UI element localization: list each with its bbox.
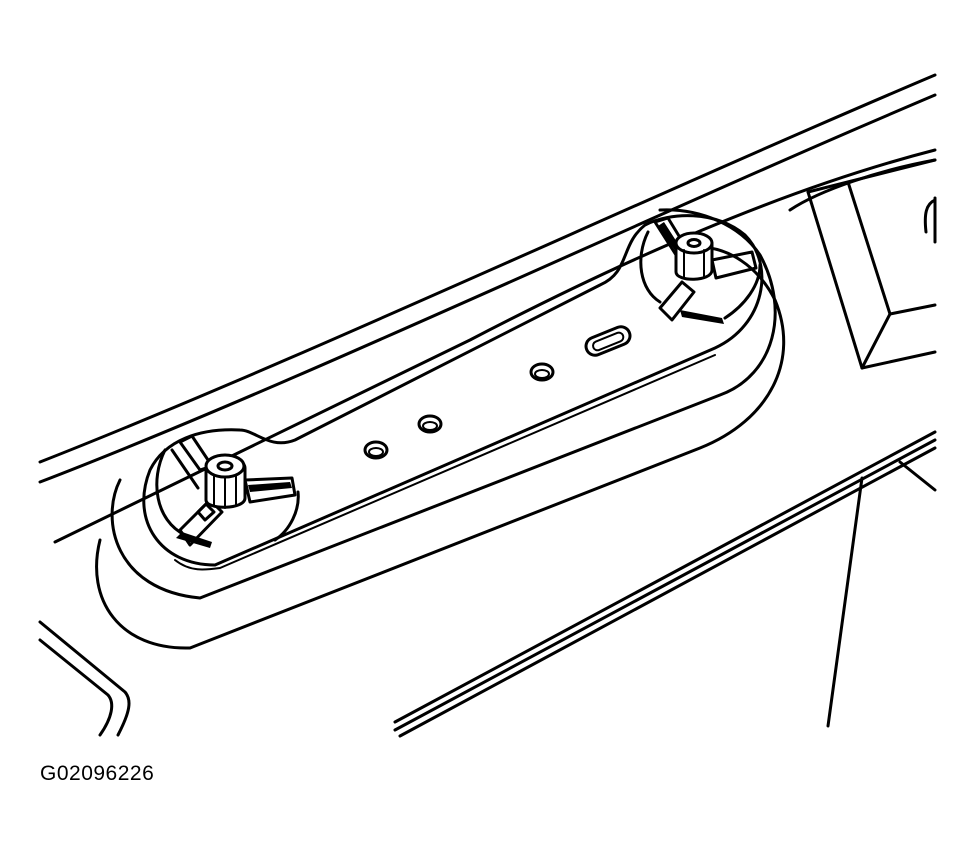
slot (584, 325, 632, 357)
figure-code-label: G02096226 (40, 762, 155, 785)
lower-structure (38, 430, 937, 738)
panel-outline (38, 73, 937, 544)
right-clip-arm-right (710, 250, 758, 280)
right-clip-assembly (639, 216, 762, 324)
mounting-plate (142, 214, 764, 571)
mounting-bezel (95, 208, 786, 650)
rectangular-recess (806, 158, 937, 370)
left-clip-assembly (155, 434, 300, 548)
left-clip-arm-right (243, 476, 297, 504)
hole-3 (529, 362, 555, 382)
right-clip-arm-lower (658, 280, 696, 322)
plate-holes (363, 325, 632, 460)
hole-1 (363, 440, 389, 460)
hole-2 (417, 414, 443, 434)
